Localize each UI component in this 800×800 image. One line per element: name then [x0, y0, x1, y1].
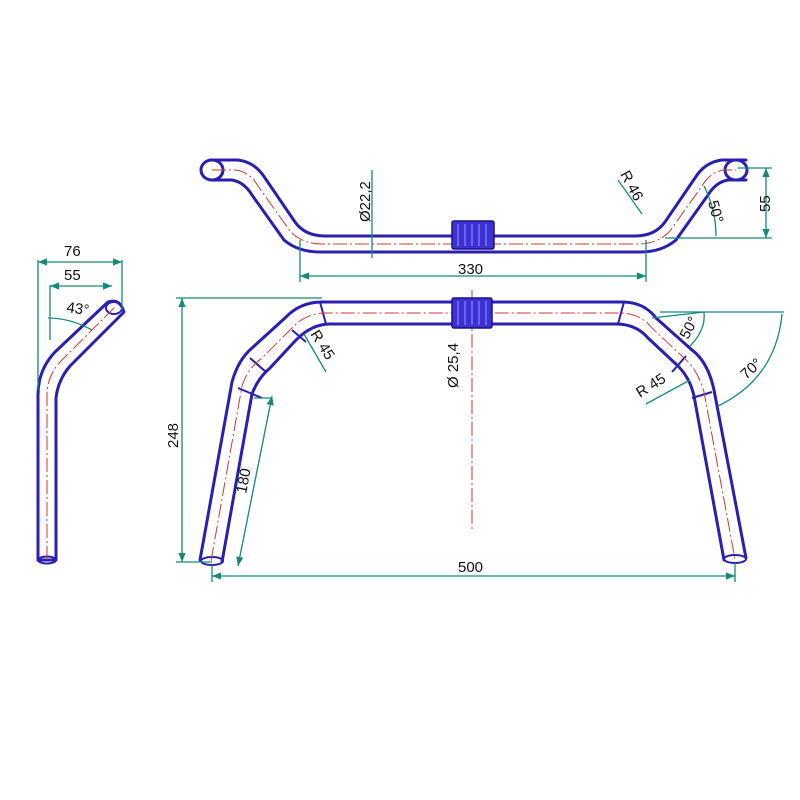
front-centerline	[210, 312, 736, 562]
top-center-width-label: 330	[458, 261, 483, 278]
side-centerline	[46, 305, 117, 560]
front-joint-right-top	[617, 301, 625, 325]
front-tube-outer	[198, 300, 748, 562]
front-view: 248 500 180 R 45 R 45 Ø 25,4 50° 70°	[165, 290, 784, 582]
side-width-overall-label: 76	[64, 243, 81, 260]
top-rise-label: 55	[757, 195, 774, 212]
top-view: Ø22,2 R 46 50° 55 330	[199, 158, 774, 282]
top-angle-arc	[703, 185, 717, 237]
top-radius-label: R 46	[616, 168, 646, 204]
top-diameter-label: Ø22,2	[357, 181, 374, 222]
side-angle-label: 43°	[65, 299, 90, 319]
top-tube-inner	[208, 178, 748, 254]
front-clamp-diameter-label: Ø 25,4	[445, 343, 462, 388]
side-angle-arc	[47, 317, 93, 331]
top-centerline	[212, 169, 736, 245]
front-angle-inner-ext	[651, 311, 705, 319]
front-radius-right-leader	[645, 379, 691, 405]
front-joint-left-upper	[291, 329, 307, 343]
front-tube-inner	[220, 322, 726, 564]
side-tube-outline	[36, 299, 126, 562]
top-radius-leader	[617, 179, 643, 215]
front-clamp-bulge	[451, 297, 493, 329]
front-dim-180	[236, 395, 274, 567]
front-drop-length-label: 180	[233, 467, 254, 495]
side-view: 76 55 43°	[36, 243, 126, 565]
front-height-label: 248	[165, 423, 182, 448]
top-clamp-bulge	[451, 220, 495, 250]
side-width-inner-label: 55	[64, 267, 81, 284]
front-angle-outer-label: 70°	[737, 355, 765, 383]
top-angle-label: 50°	[704, 199, 726, 225]
front-radius-left-label: R 45	[307, 327, 338, 363]
front-tube-end-right	[723, 554, 747, 564]
front-angle-inner-arc	[689, 311, 705, 347]
front-radius-right-label: R 45	[633, 370, 669, 401]
front-radius-left-leader	[303, 333, 327, 373]
front-joint-left-lower	[237, 387, 263, 399]
front-joint-left-mid	[249, 357, 267, 373]
front-joint-right-mid	[671, 355, 687, 373]
front-width-label: 500	[458, 559, 483, 576]
front-joint-right-lower	[691, 391, 713, 399]
front-angle-outer-arc	[717, 313, 783, 407]
